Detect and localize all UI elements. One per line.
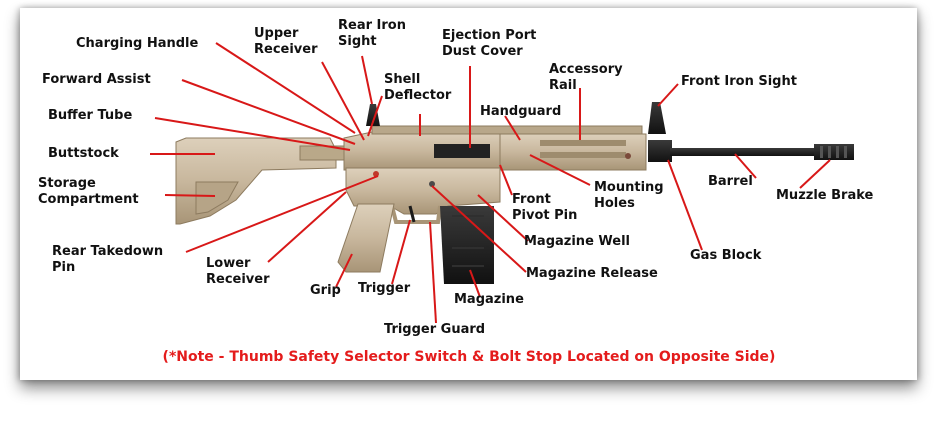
leader-grip: [335, 253, 353, 288]
leader-front-pivot-pin: [499, 164, 513, 196]
front-sight-shape: [648, 102, 666, 134]
label-magazine-release: Magazine Release: [526, 266, 658, 281]
label-front-pivot-pin: Front Pivot Pin: [512, 192, 578, 223]
ejection-port-shape: [434, 144, 490, 158]
mounting-hole: [625, 153, 631, 159]
leader-rear-iron-sight: [361, 55, 373, 105]
label-trigger: Trigger: [358, 281, 411, 296]
label-gas-block: Gas Block: [690, 248, 762, 263]
label-rear-iron-sight: Rear Iron Sight: [338, 18, 406, 49]
gas-block-shape: [648, 140, 672, 162]
rail-slots: [540, 140, 626, 158]
label-storage-compartment: Storage Compartment: [38, 176, 139, 207]
label-mounting-holes: Mounting Holes: [594, 180, 664, 211]
leader-lines: [150, 42, 831, 324]
magazine-ribs: [452, 215, 484, 267]
leader-front-iron-sight: [657, 83, 679, 107]
leader-forward-assist: [181, 79, 356, 145]
label-forward-assist: Forward Assist: [42, 72, 151, 87]
grip-shape: [337, 203, 395, 273]
label-barrel: Barrel: [708, 174, 753, 189]
leader-magazine-well: [477, 194, 529, 242]
leader-mounting-holes: [529, 154, 591, 186]
label-charging-handle: Charging Handle: [76, 36, 199, 51]
leader-upper-receiver: [321, 61, 365, 141]
label-grip: Grip: [310, 283, 341, 298]
trigger-guard-shape: [390, 205, 442, 224]
muzzle-brake-ports: [820, 146, 847, 158]
barrel-shape: [670, 148, 816, 156]
label-front-iron-sight: Front Iron Sight: [681, 74, 797, 89]
label-ejection-port-dust-cover: Ejection Port Dust Cover: [442, 28, 537, 59]
magazine-shape: [440, 206, 494, 284]
label-lower-receiver: Lower Receiver: [206, 256, 270, 287]
label-trigger-guard: Trigger Guard: [384, 322, 486, 337]
leader-magazine: [469, 269, 481, 298]
leader-gas-block: [667, 159, 703, 251]
label-rear-takedown-pin: Rear Takedown Pin: [52, 244, 164, 275]
leader-trigger-guard: [429, 221, 437, 324]
top-rail-shape: [371, 125, 643, 135]
leader-charging-handle: [215, 42, 356, 134]
label-upper-receiver: Upper Receiver: [254, 26, 318, 57]
label-shell-deflector: Shell Deflector: [384, 72, 452, 103]
magazine-release-shape: [429, 181, 435, 187]
leader-handguard: [504, 115, 521, 141]
leader-storage-compartment: [164, 194, 216, 197]
leader-trigger: [391, 219, 411, 285]
label-accessory-rail: Accessory Rail: [549, 62, 623, 93]
leader-magazine-release: [431, 185, 527, 273]
upper-receiver-shape: [343, 131, 521, 171]
label-handguard: Handguard: [480, 104, 562, 119]
storage-compartment-shape: [195, 181, 239, 215]
leader-buffer-tube: [154, 117, 351, 151]
lower-receiver-shape: [345, 167, 501, 215]
trigger-shape: [408, 205, 416, 223]
label-buffer-tube: Buffer Tube: [48, 108, 133, 123]
label-muzzle-brake: Muzzle Brake: [776, 188, 874, 203]
leader-rear-takedown-pin: [185, 175, 379, 253]
leader-muzzle-brake: [799, 159, 831, 189]
leader-shell-deflector: [367, 95, 383, 137]
leader-barrel: [734, 153, 757, 179]
leader-lower-receiver: [267, 191, 347, 263]
label-buttstock: Buttstock: [48, 146, 119, 161]
label-magazine: Magazine: [454, 292, 524, 307]
label-magazine-well: Magazine Well: [524, 234, 631, 249]
footnote: (*Note - Thumb Safety Selector Switch & …: [162, 349, 776, 365]
